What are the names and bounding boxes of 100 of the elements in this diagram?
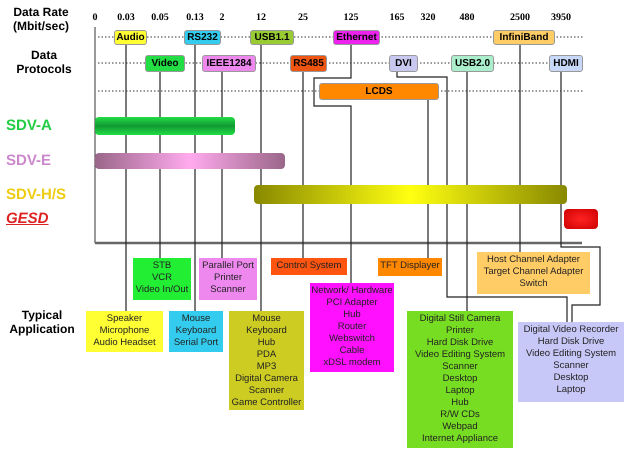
item-text: Desktop [554,372,588,384]
tick-label: 12 [255,12,267,23]
item-text: Digital Camera [235,373,298,385]
application-box [477,252,590,294]
protocol-tag: LCDS [319,83,439,100]
tick-label: 165 [388,12,406,23]
row-title: Data Protocols [15,48,73,76]
tick-label: 0 [92,12,98,23]
application-box [86,311,163,352]
tick-label: 2 [218,12,226,23]
connector-line [560,72,601,322]
item-text: VCR [152,272,172,284]
item-text: Scanner [553,360,589,372]
connector-line [194,45,196,311]
item-text: MP3 [256,361,276,373]
row-label: SDV-A [6,117,52,135]
connector-line [427,100,429,258]
item-text: Webpad [442,421,478,433]
item-text: R/W CDs [440,409,480,421]
tick-label: 480 [458,12,476,23]
protocol-tag: IEEE1284 [202,55,256,72]
tick-label: 0.13 [185,12,205,23]
row-label: GESD [6,209,49,229]
connector-line [466,72,468,311]
application-box [378,258,442,276]
tick-label: 25 [297,12,309,23]
protocol-tag: RS232 [184,30,221,45]
application-box [169,311,223,352]
item-text: Mouse [182,313,210,325]
item-text: PDA [256,349,276,361]
tick-label: 0.03 [116,12,136,23]
protocol-tag: DVI [389,55,418,72]
item-text: Switch [520,278,548,290]
application-box [133,258,191,300]
item-text: Hard Disk Drive [538,336,604,348]
tick-label: 125 [342,12,360,23]
item-text: Printer [214,272,242,284]
item-text: Scanner [442,361,478,373]
item-text: Control System [276,260,342,272]
item-text: Microphone [100,325,150,337]
item-text: Video Editing System [526,348,616,360]
item-text: Cable [340,345,364,357]
row-title: Typical Application [8,308,76,336]
item-text: Internet Appliance [422,433,498,445]
application-box [199,258,257,300]
item-text: Hard Disk Drive [426,337,494,349]
item-text: TFT Displayer [380,260,440,272]
connector-line [260,45,262,311]
connector-line [125,45,127,311]
item-text: Scanner [210,284,246,296]
item-text: Speaker [106,313,142,325]
item-text: Digital Video Recorder [524,324,618,336]
item-text: Host Channel Adapter [487,254,580,266]
item-text: Keyboard [246,325,287,337]
item-text: STB [152,260,172,272]
axis-title: Data Rate (Mbit/sec) [12,5,70,33]
connector-line [396,72,568,322]
item-text: Hub [258,337,276,349]
item-text: Video Editing System [414,349,506,361]
protocol-tag: HDMI [549,55,583,72]
item-text: Mouse [252,313,281,325]
item-text: Hub [343,309,361,321]
item-text: Desktop [442,373,478,385]
item-text: Game Controller [232,397,302,409]
item-text: Serial Port [174,337,218,349]
connector-line [519,45,521,252]
item-text: Video In/Out [136,284,188,296]
protocol-tag: Video [145,55,185,72]
item-text: Laptop [445,385,475,397]
tick-label: 2500 [509,12,531,23]
item-text: Printer [446,325,474,337]
item-text: Keyboard [176,325,216,337]
item-text: Network/ Hardware [311,285,393,297]
item-text: Router [338,321,366,333]
item-text: Hub [451,397,469,409]
application-box [229,311,304,410]
application-box [407,311,513,448]
protocol-tag: USB2.0 [451,55,494,72]
item-text: xDSL modem [323,357,381,369]
application-box [310,283,394,372]
tick-label: 0.05 [150,12,170,23]
protocol-tag: Audio [114,30,147,45]
item-text: Parallel Port [202,260,254,272]
row-label: SDV-H/S [6,185,66,204]
protocol-tag: RS485 [290,55,327,72]
protocol-tag: InfiniBand [493,30,555,45]
application-box [518,322,624,402]
tick-label: 320 [420,12,436,23]
row-label: SDV-E [6,153,52,169]
application-box [271,258,347,275]
item-text: Webswitch [329,333,375,345]
tick-label: 3950 [550,12,572,23]
item-text: Laptop [556,384,586,396]
item-text: Digital Still Camera [420,313,500,325]
item-text: Audio Headset [93,337,156,349]
item-text: PCI Adapter [326,297,378,309]
item-text: Scanner [248,385,284,397]
connector-line [302,72,304,258]
item-text: Target Channel Adapter [484,266,584,278]
protocol-tag: Ethernet [333,30,380,45]
